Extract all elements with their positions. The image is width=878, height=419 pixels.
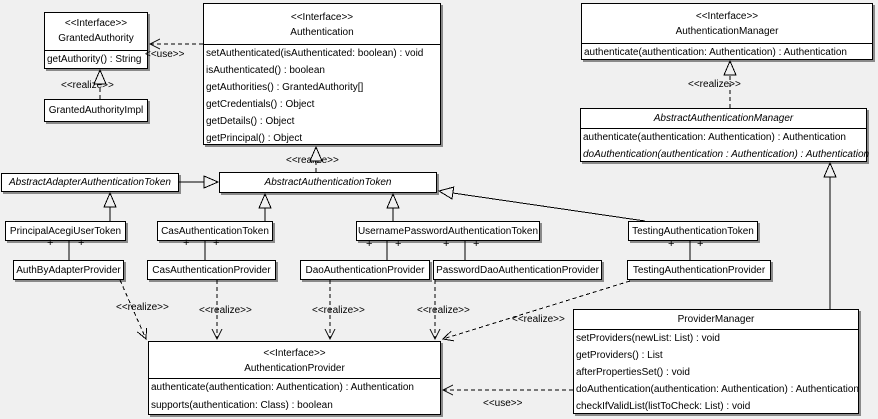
class-principal-acegi-user-token: PrincipalAcegiUserToken [5, 221, 126, 241]
class-name: AuthenticationProvider [244, 363, 345, 374]
methods-compartment: setProviders(newList: List) : void getPr… [574, 329, 859, 415]
class-name: ProviderManager [677, 314, 755, 325]
class-name: Authentication [290, 27, 354, 38]
method: getProviders() : List [576, 350, 663, 361]
class-testing-authentication-token: TestingAuthenticationToken [628, 221, 758, 241]
class-authentication: <<Interface>> Authentication setAuthenti… [203, 3, 441, 145]
association-end-plus: + [366, 238, 373, 250]
class-abstract-authentication-manager: AbstractAuthenticationManager authentica… [580, 108, 870, 163]
class-name: AuthByAdapterProvider [16, 264, 121, 276]
class-header: <<Interface>> AuthenticationManager [582, 4, 872, 43]
association-end-plus: + [395, 238, 402, 250]
realize-label: <<realize>> [312, 305, 365, 316]
realize-label: <<realize>> [417, 305, 470, 316]
method: afterPropertiesSet() : void [576, 367, 690, 378]
class-abstract-authentication-token: AbstractAuthenticationToken [219, 172, 437, 193]
method: authenticate(authentication: Authenticat… [583, 132, 846, 143]
edge-generalization-testing-authentication-token [439, 191, 646, 222]
class-username-password-authentication-token: UsernamePasswordAuthenticationToken [356, 221, 540, 241]
class-name: CasAuthenticationToken [161, 225, 269, 237]
class-name: TestingAuthenticationProvider [632, 264, 766, 276]
realize-label: <<realize>> [688, 79, 741, 90]
class-header: <<Interface>> GrantedAuthority [45, 13, 147, 50]
method: authenticate(authentication: Authenticat… [151, 382, 414, 393]
association-end-plus: + [443, 238, 450, 250]
stereotype-label: <<Interface>> [263, 348, 326, 359]
class-header: <<Interface>> Authentication [204, 4, 440, 44]
methods-compartment: setAuthenticated(isAuthenticated: boolea… [204, 44, 440, 147]
methods-compartment: authenticate(authentication: Authenticat… [581, 128, 870, 163]
stereotype-label: <<Interface>> [695, 11, 759, 22]
class-provider-manager: ProviderManager setProviders(newList: Li… [573, 309, 859, 414]
stereotype-label: <<Interface>> [64, 18, 128, 29]
class-header: AbstractAuthenticationManager [581, 109, 866, 128]
class-abstract-adapter-authentication-token: AbstractAdapterAuthenticationToken [1, 173, 179, 192]
class-authentication-manager: <<Interface>> AuthenticationManager auth… [581, 3, 873, 60]
class-authentication-provider: <<Interface>> AuthenticationProvider aut… [148, 341, 441, 415]
class-granted-authority: <<Interface>> GrantedAuthority getAuthor… [44, 12, 148, 69]
class-name: AbstractAuthenticationToken [264, 177, 392, 188]
class-cas-authentication-provider: CasAuthenticationProvider [147, 260, 276, 280]
class-cas-authentication-token: CasAuthenticationToken [157, 221, 273, 241]
method: setProviders(newList: List) : void [576, 333, 720, 344]
method: doAuthentication(authentication: Authent… [576, 384, 859, 395]
use-label: <<use>> [483, 398, 523, 409]
association-end-plus: + [697, 238, 704, 250]
methods-compartment: getAuthority() : String [45, 50, 147, 68]
class-header: <<Interface>> AuthenticationProvider [149, 342, 440, 378]
method: setAuthenticated(isAuthenticated: boolea… [206, 48, 424, 59]
realize-label: <<realize>> [286, 155, 339, 166]
realize-label: <<realize>> [512, 314, 565, 325]
methods-compartment: authenticate(authentication: Authenticat… [149, 378, 440, 415]
class-name: UsernamePasswordAuthenticationToken [357, 225, 539, 237]
class-password-dao-authentication-provider: PasswordDaoAuthenticationProvider [433, 260, 602, 280]
method: authenticate(authentication: Authenticat… [584, 47, 847, 58]
class-granted-authority-impl: GrantedAuthorityImpl [44, 99, 148, 122]
association-end-plus: + [78, 237, 85, 249]
methods-compartment: authenticate(authentication: Authenticat… [582, 43, 872, 61]
class-header: ProviderManager [574, 310, 858, 329]
class-name: PrincipalAcegiUserToken [9, 225, 122, 237]
method: getPrincipal() : Object [206, 133, 303, 144]
class-name: TestingAuthenticationToken [632, 225, 754, 237]
association-end-plus: + [668, 238, 675, 250]
class-name: CasAuthenticationProvider [152, 264, 271, 276]
class-dao-authentication-provider: DaoAuthenticationProvider [300, 260, 430, 280]
class-name: AuthenticationManager [675, 26, 779, 37]
association-end-plus: + [47, 237, 54, 249]
method: getAuthorities() : GrantedAuthority[] [206, 82, 364, 93]
method: getDetails() : Object [206, 116, 295, 127]
class-name: GrantedAuthority [58, 33, 134, 44]
method: checkIfValidList(listToCheck: List) : vo… [576, 401, 751, 412]
method: getCredentials() : Object [206, 99, 315, 110]
class-name: DaoAuthenticationProvider [305, 264, 425, 276]
method-abstract: doAuthentication(authentication : Authen… [583, 149, 870, 160]
association-end-plus: + [213, 237, 220, 249]
realize-label: <<realize>> [199, 305, 252, 316]
class-testing-authentication-provider: TestingAuthenticationProvider [627, 260, 771, 280]
class-name: AbstractAdapterAuthenticationToken [9, 177, 171, 188]
method: supports(authentication: Class) : boolea… [151, 400, 333, 411]
use-label: <<use>> [145, 49, 185, 60]
class-auth-by-adapter-provider: AuthByAdapterProvider [13, 260, 124, 280]
method: getAuthority() : String [47, 54, 142, 65]
class-name: GrantedAuthorityImpl [48, 105, 144, 116]
association-end-plus: + [473, 238, 480, 250]
method: isAuthenticated() : boolean [206, 65, 325, 76]
association-end-plus: + [183, 237, 190, 249]
stereotype-label: <<Interface>> [290, 12, 354, 23]
class-name: PasswordDaoAuthenticationProvider [436, 264, 599, 276]
realize-label: <<realize>> [61, 80, 114, 91]
realize-label: <<realize>> [116, 302, 169, 313]
class-name: AbstractAuthenticationManager [653, 113, 794, 124]
